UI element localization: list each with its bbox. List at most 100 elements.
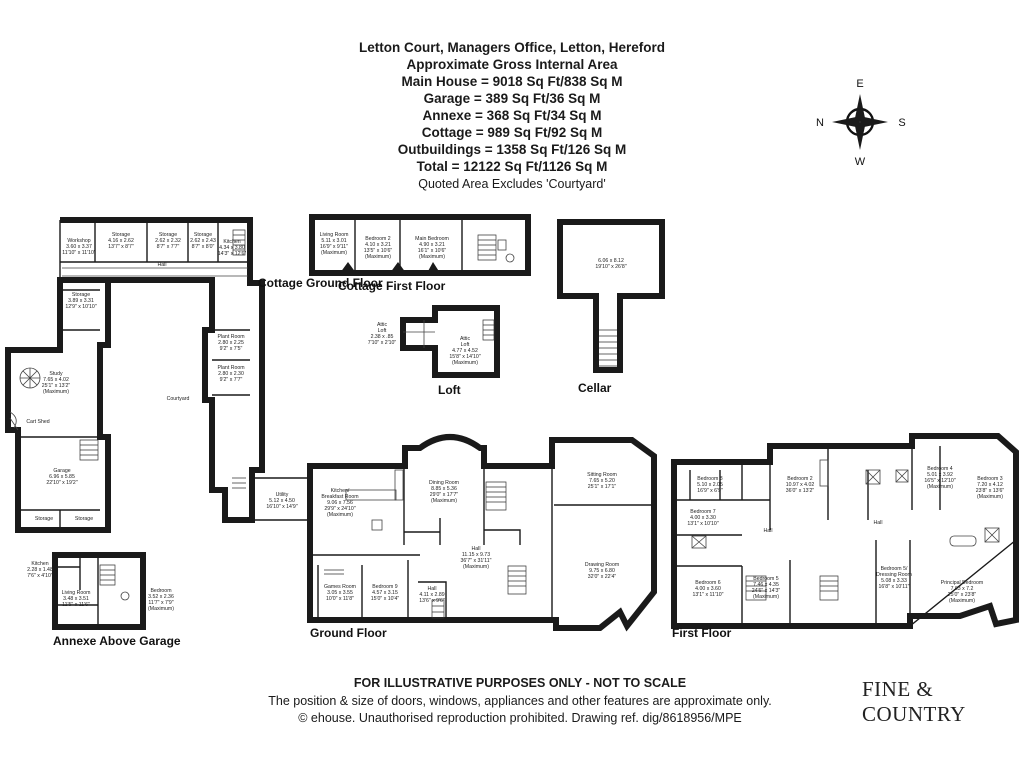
room-label-line: Bedroom 2 [365,236,390,242]
ground-floor-plan [252,434,657,632]
room-label-line: 3.60 x 3.37 [66,244,92,250]
room-label-line: Living Room [62,590,91,596]
room-label-line: (Maximum) [431,498,457,504]
room-label-line: 6.96 x 5.85 [49,474,75,480]
label-loft: Loft [438,383,461,397]
brand-logo: FINE & COUNTRY [862,677,966,726]
room-label-line: (Maximum) [419,254,445,260]
room-label-line: 7.65 x 5.20 [589,478,615,484]
room-label-line: 2.80 x 2.30 [218,371,244,377]
room-label-line: Utility [276,492,289,498]
room-label-line: Sitting Room [587,472,617,478]
room-label-line: Study [49,371,63,377]
room-label-line: Garage [53,468,70,474]
room-label-line: 8'7" x 7'7" [157,244,180,250]
room-label-line: 2.62 x 2.32 [155,238,181,244]
room-label-line: 16'9" x 6'9" [697,488,723,494]
room-label-line: 13'1" x 11'10" [693,592,724,598]
label-first-floor: First Floor [672,626,732,640]
room-label-line: 15'0" x 10'4" [371,596,400,602]
room-label-line: 16'9" x 9'11" [320,244,348,250]
room-label-line: 4.00 x 3.30 [690,515,716,521]
room-label-line: 16'1" x 10'6" [418,248,447,254]
room-label-line: 16'10" x 14'9" [266,504,297,510]
room-label-line: 3.05 x 3.55 [327,590,353,596]
room-label-line: Storage [112,232,130,238]
room-label-line: (Maximum) [977,494,1003,500]
room-label-line: 5.12 x 4.50 [269,498,295,504]
room-label-line: Storage [72,292,90,298]
room-label-line: Bedroom 6 [695,580,720,586]
plan-subtitle: Approximate Gross Internal Area [406,57,618,72]
room-label-line: (Maximum) [43,389,69,395]
room-label-line: Hall [764,528,773,534]
area-garage: Garage = 389 Sq Ft/36 Sq M [423,91,601,106]
footer-position-note: The position & size of doors, windows, a… [268,694,772,708]
room-label-line: Storage [75,516,93,522]
area-main-house: Main House = 9018 Sq Ft/838 Sq M [401,74,623,89]
room-label-line: 3.48 x 3.51 [63,596,89,602]
room-label-line: 19'10" x 26'8" [595,264,626,270]
room-label-line: 25'0" x 23'8" [948,592,977,598]
outbuildings-plan [5,217,265,533]
room-label-line: 7.63 x 7.2 [951,586,974,592]
room-label-line: 4.90 x 3.21 [419,242,445,248]
room-label-line: 7'6" x 4'10" [27,573,53,579]
room-label-line: Bedroom 4 [927,466,952,472]
room-label-line: Bedroom [150,588,171,594]
loft-plan [400,305,500,378]
room-label-line: 11'10" x 11'10" [62,250,96,256]
room-label-line: 9'2" x 7'7" [220,377,243,383]
label-cottage-first: Cottage First Floor [338,279,446,293]
room-label-line: Attic [460,336,470,342]
room-label-line: 2.38 x .85 [371,334,394,340]
room-label-line: 7.65 x 4.02 [43,377,69,383]
room-label-line: Hall [874,520,883,526]
plan-title: Letton Court, Managers Office, Letton, H… [358,40,666,55]
room-label-line: Hall [472,546,481,552]
room-label-line: (Maximum) [753,594,779,600]
room-label-line: Dining Room [429,480,459,486]
footer-copyright: © ehouse. Unauthorised reproduction proh… [298,711,742,725]
room-label-line: Cart Shed [26,419,49,425]
area-total: Total = 12122 Sq Ft/1126 Sq M [416,159,608,174]
room-label-hall-first-2: Hall [874,520,883,526]
room-label-line: 2.28 x 1.48 [27,567,53,573]
room-label-line: 15'8" x 14'10" [449,354,480,360]
room-label-line: Kitchen [223,239,240,245]
label-cottage-ground: Cottage Ground Floor [258,276,383,290]
room-label-line: 4.16 x 2.62 [108,238,134,244]
room-label-line: Workshop [67,238,90,244]
room-label-line: 13'7" x 8'7" [108,244,134,250]
room-label-line: Hall [428,586,437,592]
room-label-line: 3.52 x 2.36 [148,594,174,600]
room-label-line: 36'0" x 13'2" [786,488,815,494]
room-label-line: 4.10 x 3.21 [365,242,391,248]
room-label-line: (Maximum) [321,250,347,256]
room-label-line: Bedroom 2 [787,476,812,482]
room-label-hall-cottage: Hall [158,262,167,268]
room-label-line: 12'9" x 10'10" [65,304,96,310]
room-label-line: 10.97 x 4.02 [786,482,815,488]
room-label-line: 3.89 x 3.31 [68,298,94,304]
room-label-line: Living Room [320,232,349,238]
room-label-line: 9'2" x 7'5" [220,346,243,352]
